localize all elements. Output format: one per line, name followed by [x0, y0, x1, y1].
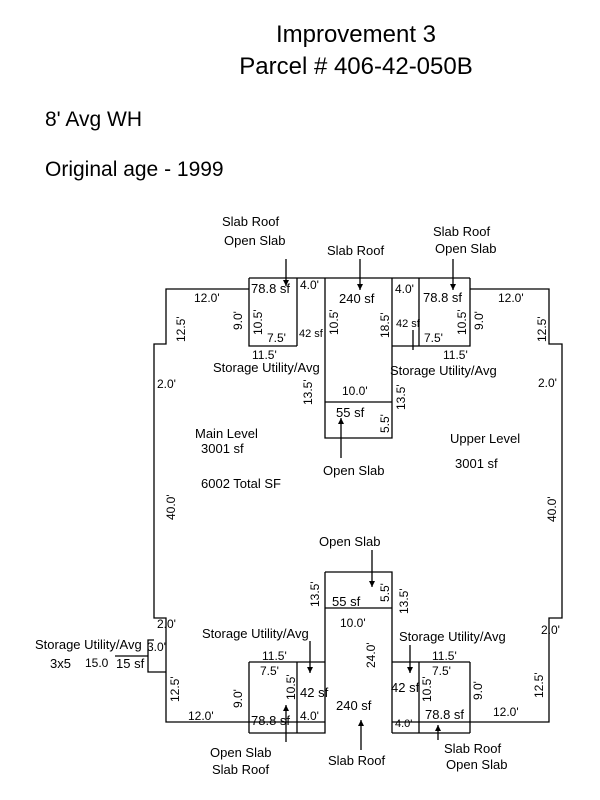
dim-label: 2.0' — [157, 617, 176, 631]
upper-level-label: Upper Level — [450, 431, 520, 446]
label-open-slab: Open Slab — [323, 463, 384, 478]
dim-label: 24.0' — [364, 642, 378, 668]
dim-label: 13.5' — [397, 588, 411, 614]
area-value: 42 sf — [391, 680, 420, 695]
top-right-slab — [392, 278, 471, 347]
label-open-slab: Open Slab — [224, 233, 285, 248]
dim-label: 11.5' — [262, 649, 287, 663]
upper-level-sf: 3001 sf — [455, 456, 498, 471]
dim-label: 4.0' — [395, 282, 414, 296]
drawing-title: Improvement 3 — [275, 21, 437, 48]
label-open-slab: Open Slab — [435, 241, 496, 256]
label-slab-roof: Slab Roof — [444, 741, 501, 756]
dim-label: 15.0 — [85, 656, 109, 670]
dim-label: 11.5' — [252, 348, 277, 362]
dim-label: 12.0' — [194, 291, 220, 305]
area-value: 55 sf — [332, 594, 361, 609]
area-value: 78.8 sf — [425, 707, 464, 722]
leader-lines — [115, 259, 454, 750]
dim-label: 13.5' — [301, 379, 315, 405]
label-storage-utility: Storage Utility/Avg — [399, 629, 506, 644]
wall-height-note: 8' Avg WH — [45, 108, 142, 131]
top-center-slab — [296, 277, 470, 439]
area-value: 78.8 sf — [251, 713, 290, 728]
dim-label: 10.5' — [327, 309, 341, 335]
dim-label: 12.5' — [174, 316, 188, 342]
dim-label: 4.0' — [300, 278, 319, 292]
label-slab-roof: Slab Roof — [327, 243, 384, 258]
dim-label: 2.0' — [541, 623, 560, 637]
label-storage-utility: Storage Utility/Avg — [390, 363, 497, 378]
area-value: 240 sf — [339, 291, 375, 306]
area-value: 55 sf — [336, 405, 365, 420]
dim-label: 12.0' — [188, 709, 214, 723]
dim-label: 40.0' — [164, 494, 178, 520]
area-value: 42 sf — [396, 318, 421, 330]
area-value: 78.8 sf — [423, 290, 462, 305]
dim-label: 2.0' — [538, 376, 557, 390]
dim-label: 10.5' — [284, 674, 298, 700]
dim-label: 3.0' — [147, 640, 166, 654]
dim-label: 11.5' — [443, 348, 468, 362]
dim-label: 7.5' — [260, 664, 279, 678]
label-storage-utility: Storage Utility/Avg — [213, 360, 320, 375]
dim-label: 40.0' — [545, 496, 559, 522]
dim-label: 9.0' — [471, 681, 485, 700]
bottom-center-slab — [248, 571, 471, 734]
label-slab-roof: Slab Roof — [222, 214, 279, 229]
dim-label: 4.0' — [300, 709, 319, 723]
main-level-sf: 3001 sf — [201, 441, 244, 456]
dim-label: 2.0' — [157, 377, 176, 391]
area-value: 15 sf — [116, 656, 145, 671]
dim-label: 13.5' — [394, 384, 408, 410]
label-slab-roof: Slab Roof — [328, 753, 385, 768]
area-value: 78.8 sf — [251, 281, 290, 296]
dim-label: 7.5' — [424, 331, 443, 345]
dim-label: 12.5' — [532, 672, 546, 698]
dim-label: 9.0' — [231, 689, 245, 708]
label-open-slab: Open Slab — [319, 534, 380, 549]
dim-label: 9.0' — [472, 311, 486, 330]
label-slab-roof: Slab Roof — [212, 762, 269, 777]
area-value: 42 sf — [299, 328, 324, 340]
area-value: 42 sf — [300, 685, 329, 700]
dim-label: 10.0' — [342, 384, 368, 398]
dim-label: 18.5' — [378, 312, 392, 338]
area-value: 240 sf — [336, 698, 372, 713]
original-age-note: Original age - 1999 — [45, 158, 224, 181]
dim-label: 10.5' — [420, 676, 434, 702]
dim-label: 7.5' — [267, 331, 286, 345]
label-storage-utility: Storage Utility/Avg — [35, 637, 142, 652]
dim-label: 10.5' — [251, 309, 265, 335]
label-3x5: 3x5 — [50, 656, 71, 671]
label-slab-roof: Slab Roof — [433, 224, 490, 239]
dim-label: 11.5' — [432, 649, 457, 663]
total-sf: 6002 Total SF — [201, 476, 281, 491]
dim-label: 7.5' — [432, 664, 451, 678]
dim-label: 12.5' — [535, 316, 549, 342]
dim-label: 12.0' — [498, 291, 524, 305]
label-open-slab: Open Slab — [446, 757, 507, 772]
dim-label: 12.0' — [493, 705, 519, 719]
label-open-slab: Open Slab — [210, 745, 271, 760]
dim-label: 10.0' — [340, 616, 366, 630]
dim-label: 10.5' — [455, 309, 469, 335]
dim-label: 5.5' — [378, 583, 392, 602]
main-level-label: Main Level — [195, 426, 258, 441]
top-left-slab — [248, 277, 297, 347]
dim-label: 4.0' — [395, 718, 412, 730]
dim-label: 13.5' — [308, 581, 322, 607]
building-outline — [153, 288, 563, 723]
dim-label: 9.0' — [231, 311, 245, 330]
parcel-number: Parcel # 406-42-050B — [239, 53, 473, 80]
dim-label: 12.5' — [168, 676, 182, 702]
label-storage-utility: Storage Utility/Avg — [202, 626, 309, 641]
dim-label: 5.5' — [378, 414, 392, 433]
